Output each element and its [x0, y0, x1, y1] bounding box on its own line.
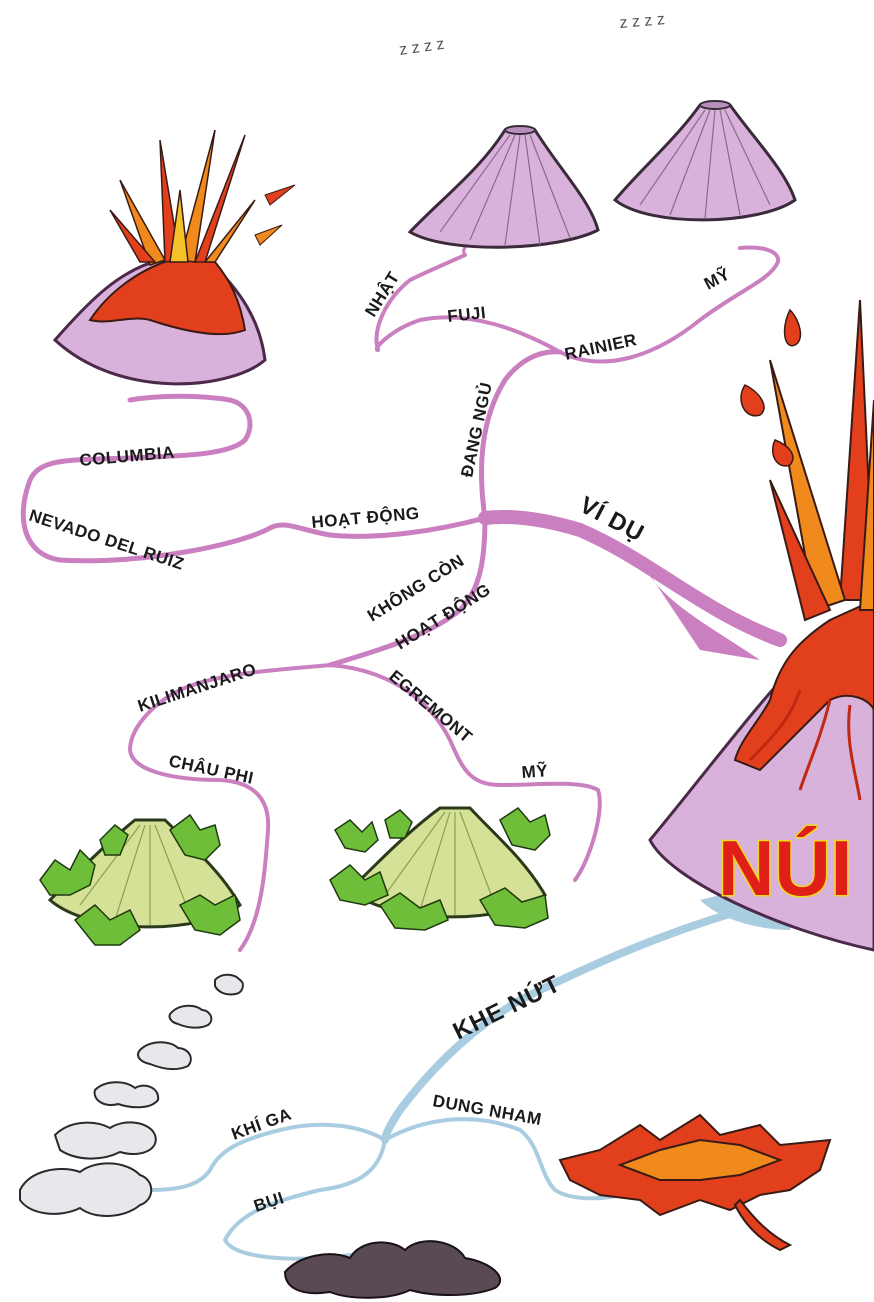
egremont-volcano-illustration [330, 808, 550, 930]
label-gas: KHÍ GA [229, 1105, 294, 1144]
label-columbia: COLUMBIA [79, 443, 176, 470]
rainier-sleep-marks: z z z z [619, 11, 666, 32]
lava-drop-2 [741, 385, 764, 416]
fuji-crater [505, 126, 535, 134]
central-eruption [741, 300, 874, 620]
label-chau-phi: CHÂU PHI [167, 751, 255, 788]
label-rainier-country: MỸ [700, 263, 733, 293]
rainier-crater [700, 101, 730, 109]
label-dust: BỤI [251, 1188, 286, 1216]
label-lava: DUNG NHAM [431, 1091, 543, 1129]
fuji-volcano-illustration [410, 126, 598, 247]
label-nevado-del-ruiz: NEVADO DEL RUIZ [27, 506, 187, 574]
label-active: HOẠT ĐỘNG [311, 504, 421, 532]
gas-cloud-5 [170, 1006, 212, 1028]
kilimanjaro-volcano-illustration [40, 815, 240, 945]
dust-cloud [285, 1241, 500, 1298]
central-title: NÚI [718, 824, 852, 912]
gas-cloud-1 [20, 1163, 151, 1216]
gas-cloud-3 [95, 1082, 159, 1107]
gas-branch [150, 1125, 385, 1190]
active-volcano-ember-1 [265, 185, 295, 205]
fuji-cone [410, 130, 598, 247]
active-volcano-illustration [55, 130, 295, 384]
active-volcano-flames [110, 130, 255, 265]
gas-cloud-4 [138, 1042, 191, 1069]
fuji-branch [377, 255, 560, 352]
lava-drop-1 [785, 310, 801, 346]
lava-drip [735, 1200, 790, 1250]
lava-splat [560, 1115, 830, 1250]
gas-cloud-6 [215, 975, 243, 995]
gas-clouds [20, 975, 243, 1216]
label-egremont: EGREMONT [385, 667, 476, 747]
label-kilimanjaro: KILIMANJARO [135, 660, 258, 716]
fuji-sleep-marks: z z z z [398, 36, 445, 59]
gas-cloud-2 [55, 1122, 156, 1158]
dormant-branch [482, 352, 560, 518]
active-volcano-ember-2 [255, 225, 282, 245]
label-dormant: ĐANG NGỦ [457, 380, 496, 478]
rainier-volcano-illustration [615, 101, 795, 220]
label-fissure: KHE NỨT [448, 969, 565, 1045]
dust-branch [225, 1140, 385, 1259]
label-fuji: FUJI [446, 303, 487, 326]
label-egremont-country: MỸ [521, 760, 549, 782]
